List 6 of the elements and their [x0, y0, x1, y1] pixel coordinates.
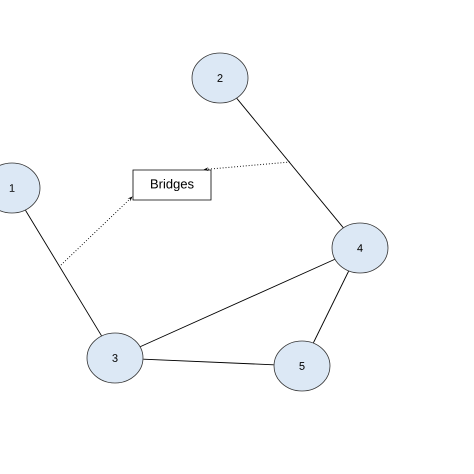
- connector-line: [142, 358, 274, 366]
- label-box: Bridges: [132, 170, 212, 200]
- connector-line: [312, 270, 350, 344]
- connector-line: [25, 210, 102, 336]
- connector-line: [140, 258, 336, 348]
- connector-line: [236, 98, 344, 228]
